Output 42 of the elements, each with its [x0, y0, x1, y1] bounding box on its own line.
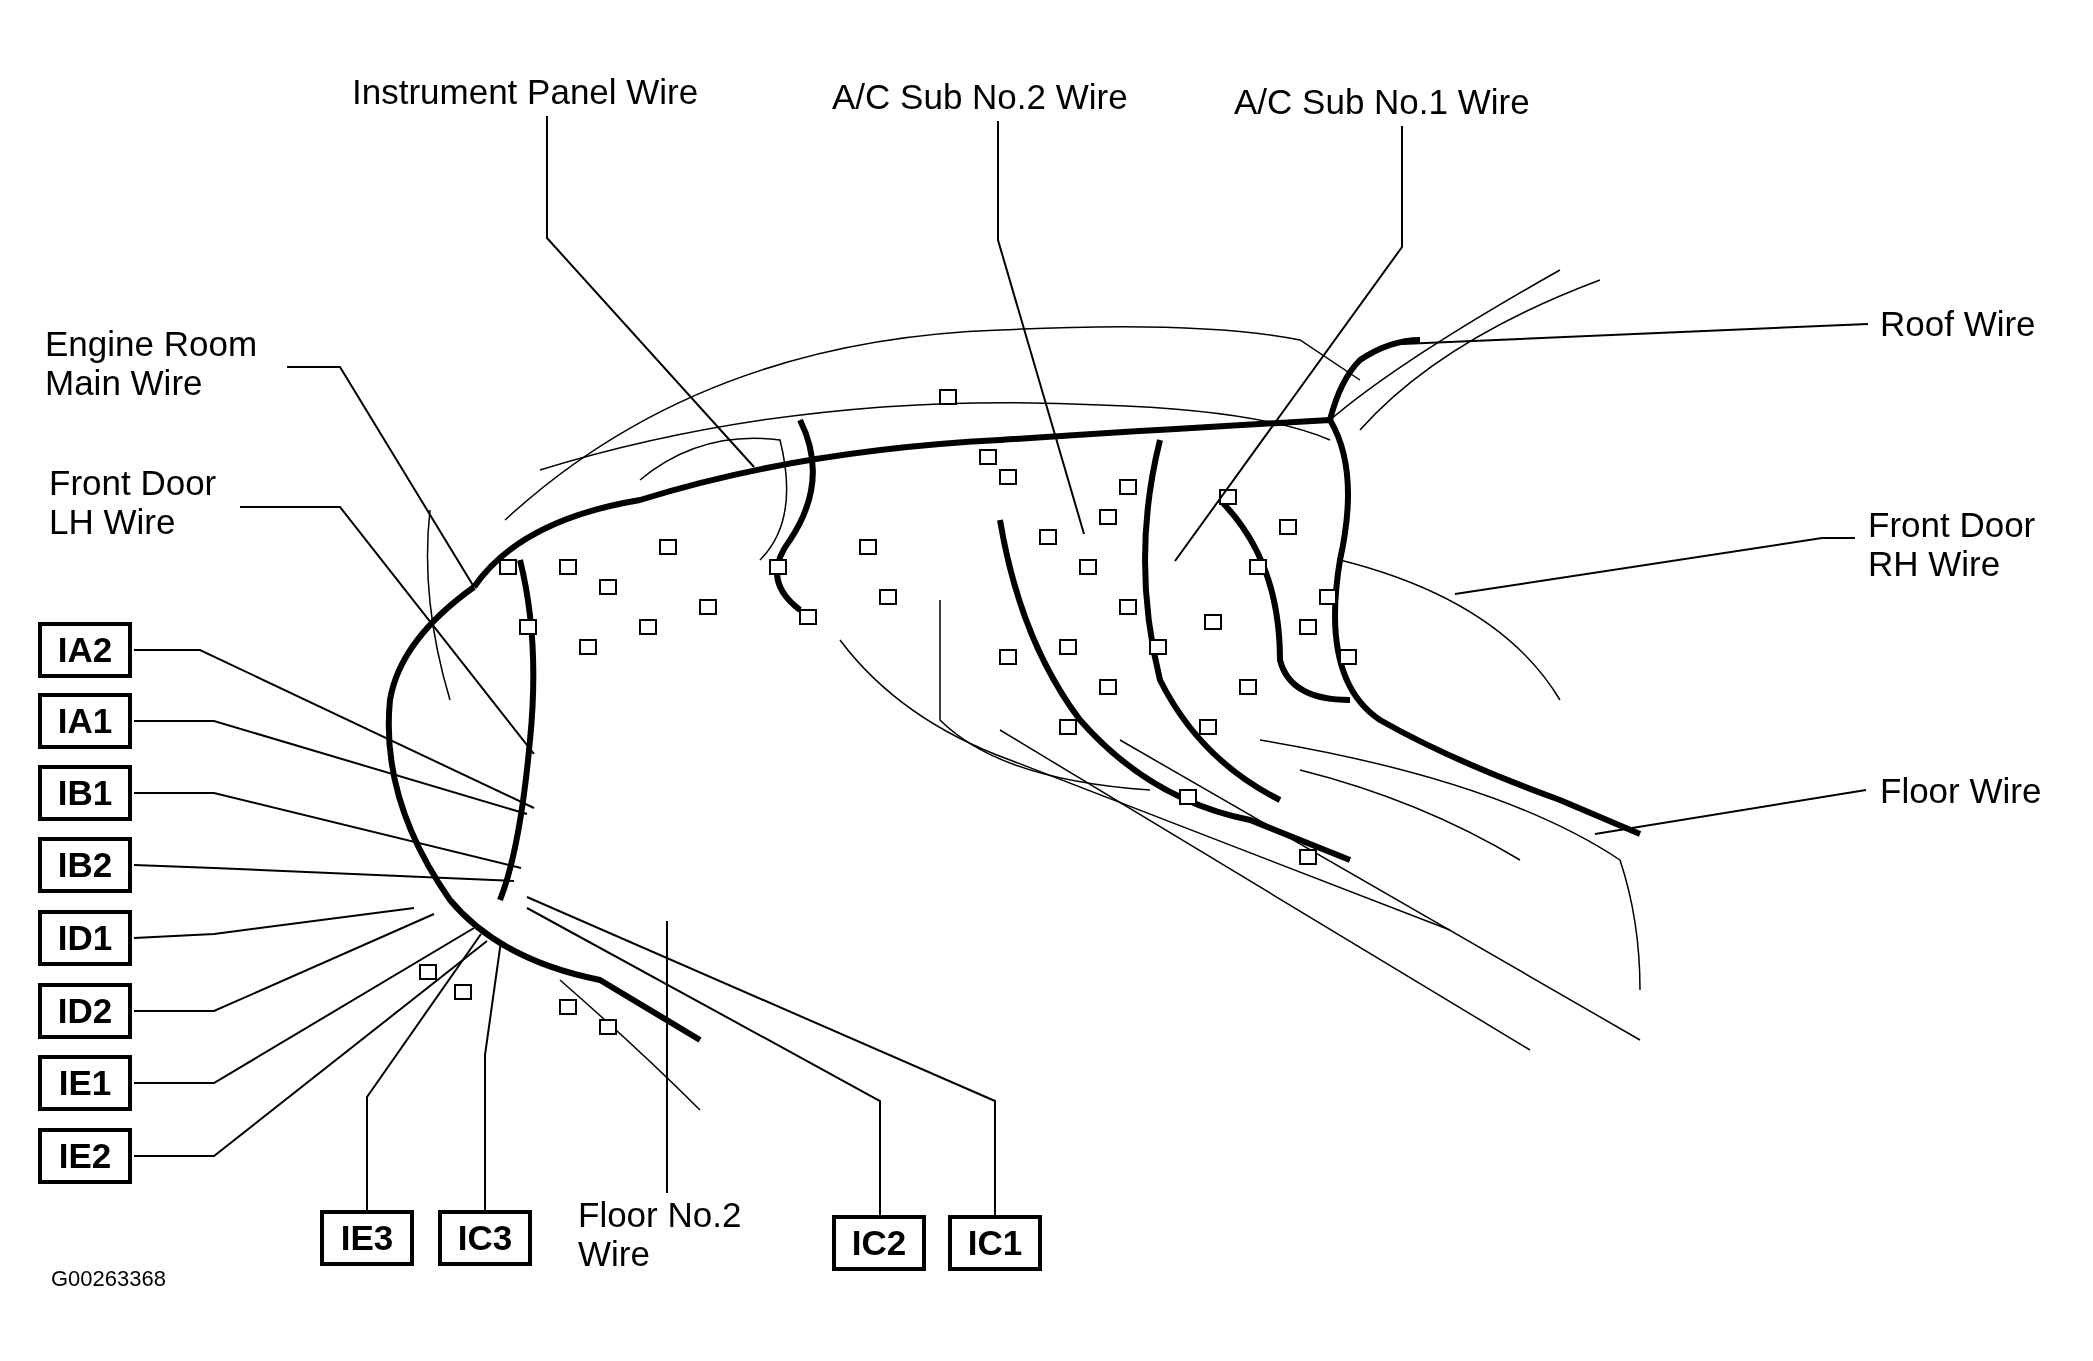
wire-label: A/C Sub No.1 Wire: [1234, 82, 1569, 121]
wire-label: Instrument Panel Wire: [352, 72, 744, 111]
wire-label: Front Door LH Wire: [49, 463, 249, 541]
wire-label: A/C Sub No.2 Wire: [832, 77, 1167, 116]
connector-code: IC2: [832, 1215, 926, 1271]
connector-code: ID2: [38, 983, 132, 1039]
leader-line: [366, 933, 482, 1211]
leader-line: [546, 115, 755, 468]
connector-code: IE2: [38, 1128, 132, 1184]
leader-line: [133, 792, 522, 869]
connector-code: IE3: [320, 1210, 414, 1266]
connector-code: IA1: [38, 693, 132, 749]
wire-label: Floor Wire: [1880, 771, 2070, 810]
leader-line: [526, 907, 881, 1216]
wire-label: Front Door RH Wire: [1868, 505, 2068, 583]
connector-code: IC3: [438, 1210, 532, 1266]
connector-code: IB2: [38, 837, 132, 893]
leader-line: [1594, 789, 1867, 835]
connector-code: IA2: [38, 622, 132, 678]
figure-number: G00263368: [51, 1266, 166, 1292]
wire-label: Floor No.2 Wire: [578, 1195, 778, 1273]
connector-code: IE1: [38, 1055, 132, 1111]
leader-line: [526, 896, 996, 1216]
leader-line: [1401, 323, 1869, 345]
leader-line: [133, 864, 515, 882]
leader-line: [133, 907, 415, 939]
leader-line: [133, 720, 528, 815]
connector-code: IC1: [948, 1215, 1042, 1271]
leader-line: [133, 940, 488, 1157]
leader-line: [286, 366, 475, 588]
leader-line: [1454, 537, 1856, 595]
leader-line: [133, 913, 435, 1012]
wire-label: Roof Wire: [1880, 304, 2060, 343]
leader-line: [133, 927, 475, 1084]
connector-code: IB1: [38, 765, 132, 821]
wire-label: Engine Room Main Wire: [45, 324, 285, 402]
leader-line: [666, 920, 668, 1194]
leader-line: [997, 120, 1085, 535]
leader-line: [239, 506, 535, 755]
leader-line: [133, 649, 535, 809]
connector-code: ID1: [38, 910, 132, 966]
leader-line: [1174, 125, 1403, 562]
